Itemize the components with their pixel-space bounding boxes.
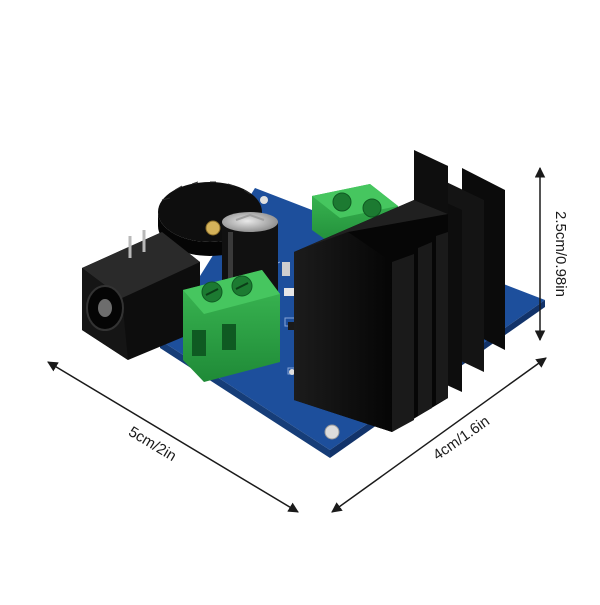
length-label: 5cm/2in: [125, 423, 179, 465]
screw-terminal-rear: [312, 184, 398, 250]
dimension-lines: [47, 166, 547, 513]
dc-power-jack: [82, 230, 200, 360]
width-label: 4cm/1.6in: [430, 413, 493, 464]
heatsink: [294, 150, 505, 432]
screw-terminal-front: [183, 270, 280, 382]
mounting-hole: [324, 424, 340, 440]
height-label: 2.5cm/0.98in: [552, 211, 569, 297]
width-dimension-arrow: [331, 357, 547, 513]
length-dimension-arrow: [47, 361, 299, 513]
